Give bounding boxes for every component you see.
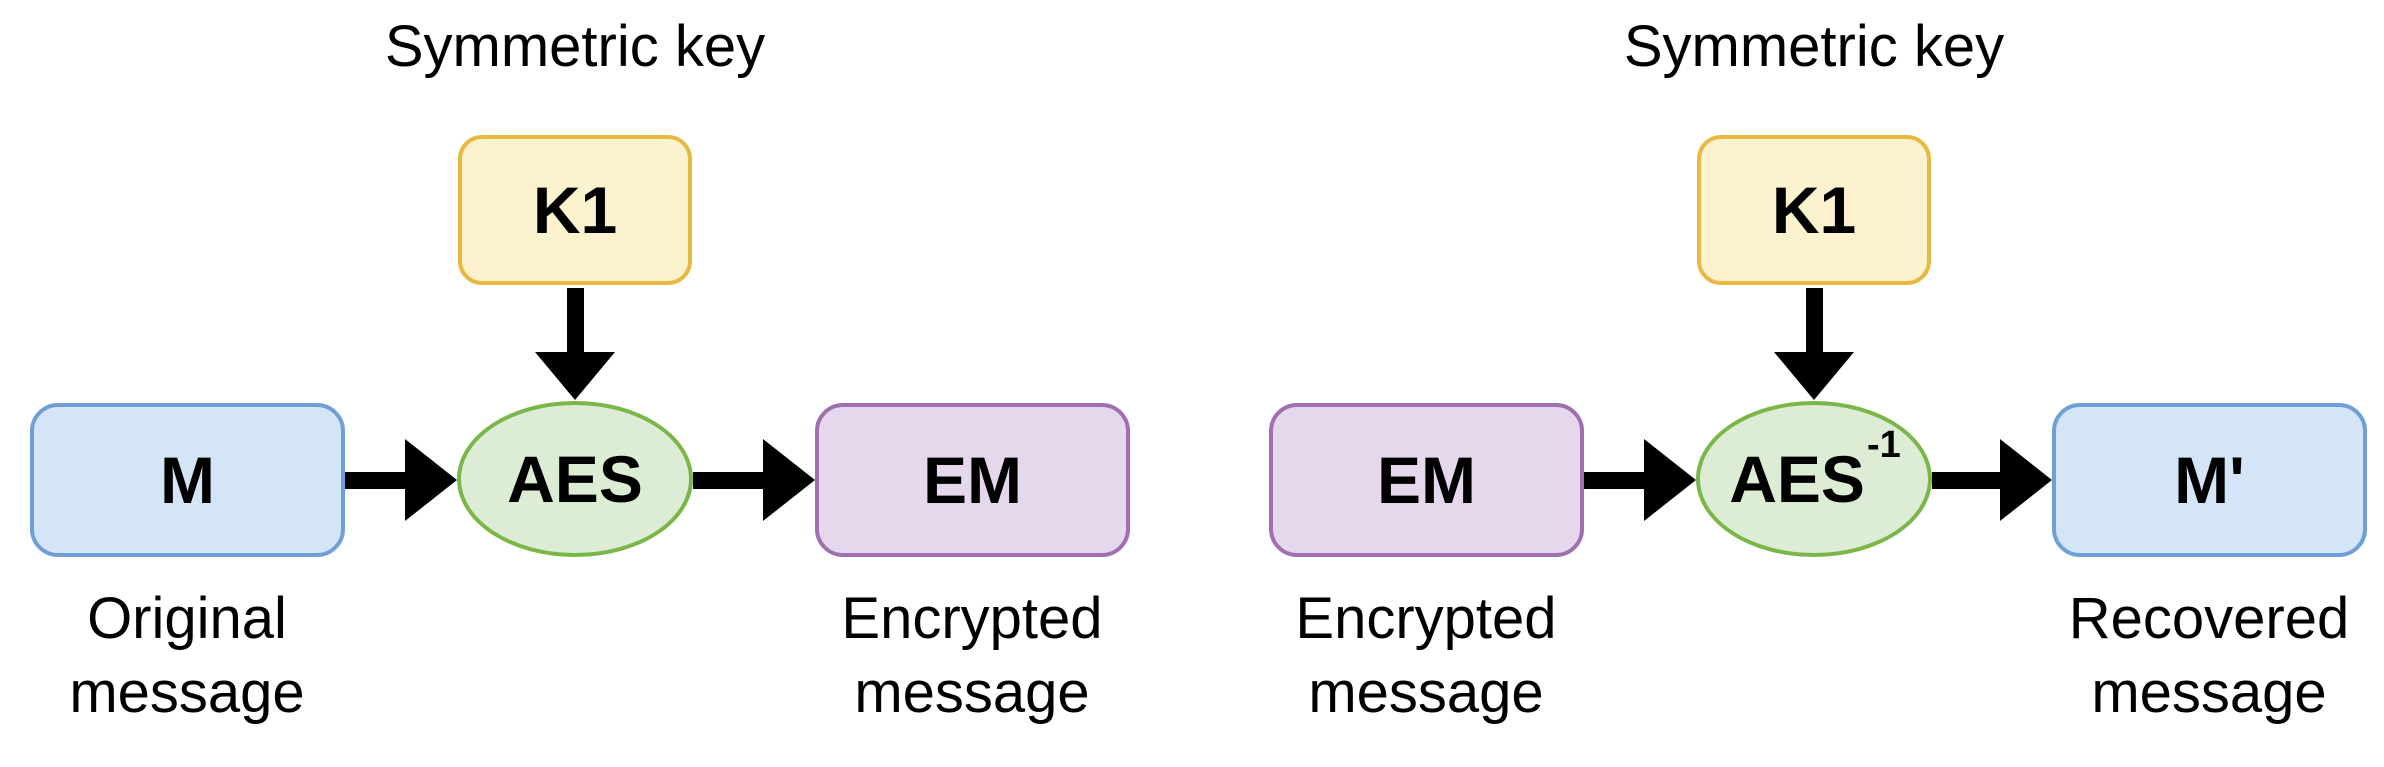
symmetric-key-label: Symmetric key — [1623, 14, 2005, 79]
output-caption: Encrypted message — [752, 582, 1192, 730]
arrow-right-icon — [405, 439, 457, 521]
key-to-process-arrow — [535, 288, 615, 400]
arrow-shaft — [693, 471, 763, 489]
output-message-node: EM — [815, 403, 1130, 557]
arrow-shaft — [345, 471, 405, 489]
arrow-shaft — [566, 288, 584, 352]
output-caption-line2: message — [2091, 660, 2327, 725]
arrow-shaft — [1584, 471, 1644, 489]
input-caption: Original message — [0, 582, 407, 730]
output-caption: Recovered message — [1989, 582, 2384, 730]
key-node: K1 — [1697, 135, 1931, 285]
encryption-diagram: Symmetric key K1 M AES EM Original mess — [0, 14, 1192, 730]
input-message-node: M — [30, 403, 345, 557]
arrow-right-icon — [2000, 439, 2052, 521]
output-caption-line2: message — [854, 660, 1090, 725]
output-caption-line1: Encrypted — [841, 586, 1103, 651]
input-caption-line2: message — [69, 660, 305, 725]
arrow-down-icon — [535, 352, 615, 400]
input-caption-line1: Encrypted — [1295, 586, 1557, 651]
input-to-process-arrow — [1584, 439, 1696, 521]
output-message-label: EM — [923, 443, 1022, 517]
input-caption-line1: Original — [87, 586, 287, 651]
process-node: AES-1 — [1696, 401, 1932, 557]
process-node-exponent: -1 — [1866, 424, 1901, 466]
process-node-label: AES-1 — [1729, 424, 1901, 516]
process-to-output-arrow — [1932, 439, 2052, 521]
input-caption: Encrypted message — [1206, 582, 1646, 730]
arrow-shaft — [1805, 288, 1823, 352]
arrow-down-icon — [1774, 352, 1854, 400]
symmetric-key-label: Symmetric key — [384, 14, 766, 79]
key-node: K1 — [458, 135, 692, 285]
arrow-right-icon — [763, 439, 815, 521]
key-node-label: K1 — [1771, 173, 1857, 247]
input-message-label: M — [160, 443, 215, 517]
decryption-diagram: Symmetric key K1 EM AES-1 M' Encrypted — [1192, 0, 2384, 767]
input-message-node: EM — [1269, 403, 1584, 557]
process-node-label: AES — [507, 442, 643, 516]
arrow-shaft — [1932, 471, 2000, 489]
process-to-output-arrow — [693, 439, 815, 521]
arrow-right-icon — [1644, 439, 1696, 521]
input-caption-line2: message — [1308, 660, 1544, 725]
input-message-label: EM — [1377, 443, 1476, 517]
output-caption-line1: Recovered — [2068, 586, 2350, 651]
key-to-process-arrow — [1774, 288, 1854, 400]
key-node-label: K1 — [532, 173, 618, 247]
process-node: AES — [457, 401, 693, 557]
input-to-process-arrow — [345, 439, 457, 521]
output-message-node: M' — [2052, 403, 2367, 557]
output-message-label: M' — [2174, 443, 2245, 517]
